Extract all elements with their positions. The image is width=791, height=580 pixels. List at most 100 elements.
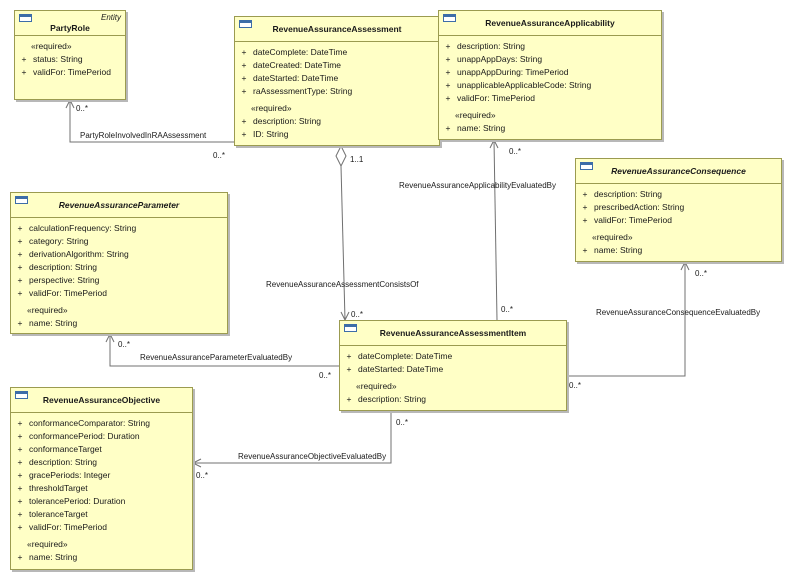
- attribute-row[interactable]: +conformanceComparator: String: [11, 417, 192, 430]
- class-revenue-assurance-parameter[interactable]: RevenueAssuranceParameter +calculationFr…: [10, 192, 228, 334]
- class-header: RevenueAssuranceAssessmentItem: [340, 321, 566, 346]
- assoc-line-consequence[interactable]: [567, 262, 686, 377]
- visibility-marker: +: [241, 60, 247, 70]
- mult-objective-a: 0..*: [396, 418, 409, 427]
- attribute-row[interactable]: +unapplicableApplicableCode: String: [439, 79, 661, 92]
- attribute-row[interactable]: + unappAppDuring: TimePeriod: [439, 66, 661, 79]
- attribute-row[interactable]: +description: String: [11, 456, 192, 469]
- attribute-row[interactable]: +conformancePeriod: Duration: [11, 430, 192, 443]
- arrowhead-objective: [191, 458, 202, 468]
- attribute-row[interactable]: +prescribedAction: String: [576, 201, 781, 214]
- visibility-marker: +: [445, 123, 451, 133]
- visibility-marker: +: [445, 93, 451, 103]
- attribute-text: description: String: [358, 394, 427, 404]
- arrowhead-applicability: [489, 138, 499, 149]
- assoc-line-objective[interactable]: [193, 411, 392, 464]
- class-party-role[interactable]: Entity PartyRole «required» +status: Stri…: [14, 10, 126, 100]
- visibility-marker: +: [17, 236, 23, 246]
- attribute-row[interactable]: +validFor: TimePeriod: [11, 287, 227, 300]
- attribute-row[interactable]: +validFor: TimePeriod: [439, 92, 661, 105]
- stereotype-group-label: «required»: [31, 41, 72, 51]
- mult-applicability-b: 0..*: [501, 305, 514, 314]
- attribute-row[interactable]: +thresholdTarget: [11, 482, 192, 495]
- class-name: RevenueAssuranceConsequence: [611, 166, 746, 176]
- attribute-row[interactable]: +status: String: [15, 53, 125, 66]
- attribute-row[interactable]: +perspective: String: [11, 274, 227, 287]
- attribute-row[interactable]: +conformanceTarget: [11, 443, 192, 456]
- visibility-marker: +: [241, 116, 247, 126]
- attribute-row[interactable]: +name: String: [11, 317, 227, 330]
- assoc-name-parameter: RevenueAssuranceParameterEvaluatedBy: [140, 353, 293, 362]
- class-header: Entity PartyRole: [15, 11, 125, 36]
- mult-parameter-a: 0..*: [118, 340, 131, 349]
- class-revenue-assurance-objective[interactable]: RevenueAssuranceObjective +conformanceCo…: [10, 387, 193, 570]
- class-revenue-assurance-assessment-item[interactable]: RevenueAssuranceAssessmentItem +dateComp…: [339, 320, 567, 411]
- attribute-row[interactable]: +dateStarted: DateTime: [340, 363, 566, 376]
- assoc-line-consists-of[interactable]: [340, 165, 346, 321]
- attribute-text: name: String: [594, 245, 643, 255]
- attribute-text: unappAppDays: String: [457, 54, 543, 64]
- attribute-row[interactable]: +name: String: [439, 122, 661, 135]
- attribute-row[interactable]: +dateCreated: DateTime: [235, 59, 439, 72]
- visibility-marker: +: [445, 80, 451, 90]
- attribute-row[interactable]: +validFor: TimePeriod: [576, 214, 781, 227]
- visibility-marker: +: [445, 67, 451, 77]
- class-revenue-assurance-consequence[interactable]: RevenueAssuranceConsequence +description…: [575, 158, 782, 262]
- attribute-row[interactable]: +description: String: [11, 261, 227, 274]
- class-name: RevenueAssuranceAssessment: [272, 24, 402, 34]
- attribute-row[interactable]: +toleranceTarget: [11, 508, 192, 521]
- attribute-row[interactable]: +description: String: [439, 40, 661, 53]
- class-icon: [15, 391, 28, 399]
- visibility-marker: +: [241, 47, 247, 57]
- assoc-line-applicability[interactable]: [493, 139, 498, 321]
- attribute-row[interactable]: +description: String: [235, 115, 439, 128]
- visibility-marker: +: [17, 470, 23, 480]
- attribute-row[interactable]: +dateComplete: DateTime: [235, 46, 439, 59]
- attribute-text: description: String: [29, 457, 98, 467]
- attribute-text: conformanceComparator: String: [29, 418, 150, 428]
- visibility-marker: +: [241, 73, 247, 83]
- class-header: RevenueAssuranceConsequence: [576, 159, 781, 184]
- attribute-row[interactable]: + category: String: [11, 235, 227, 248]
- attribute-list: +description: String+prescribedAction: S…: [576, 184, 781, 257]
- attribute-row[interactable]: +description: String: [340, 393, 566, 406]
- class-icon: [19, 14, 32, 22]
- visibility-marker: +: [17, 249, 23, 259]
- attribute-row[interactable]: +validFor: TimePeriod: [11, 521, 192, 534]
- attribute-text: category: String: [29, 236, 89, 246]
- visibility-marker: +: [445, 41, 451, 51]
- attribute-row[interactable]: +dateStarted: DateTime: [235, 72, 439, 85]
- assoc-line-parameter[interactable]: [109, 334, 339, 367]
- attribute-row[interactable]: +ID: String: [235, 128, 439, 141]
- stereotype-group-label: «required»: [27, 539, 68, 549]
- class-revenue-assurance-assessment[interactable]: RevenueAssuranceAssessment +dateComplete…: [234, 16, 440, 146]
- attribute-row[interactable]: +unappAppDays: String: [439, 53, 661, 66]
- assoc-name-party-role: PartyRoleInvolvedInRAAssessment: [80, 131, 207, 140]
- attribute-row[interactable]: +name: String: [576, 244, 781, 257]
- attribute-text: name: String: [29, 318, 78, 328]
- visibility-marker: +: [17, 552, 23, 562]
- attribute-row[interactable]: +calculationFrequency: String: [11, 222, 227, 235]
- arrowhead-consequence: [680, 260, 690, 271]
- attribute-row[interactable]: +tolerancePeriod: Duration: [11, 495, 192, 508]
- attribute-text: unappAppDuring: TimePeriod: [457, 67, 569, 77]
- attribute-row[interactable]: +gracePeriods: Integer: [11, 469, 192, 482]
- attribute-row[interactable]: +dateComplete: DateTime: [340, 350, 566, 363]
- attribute-text: prescribedAction: String: [594, 202, 685, 212]
- attribute-row[interactable]: +name: String: [11, 551, 192, 564]
- attribute-row[interactable]: +raAssessmentType: String: [235, 85, 439, 98]
- attribute-row[interactable]: +description: String: [576, 188, 781, 201]
- visibility-marker: +: [21, 67, 27, 77]
- class-name: RevenueAssuranceObjective: [42, 395, 161, 405]
- assoc-line-party-role[interactable]: [69, 100, 234, 143]
- visibility-marker: +: [17, 262, 23, 272]
- class-icon: [344, 324, 357, 332]
- class-header: RevenueAssuranceAssessment: [235, 17, 439, 42]
- class-header: RevenueAssuranceParameter: [11, 193, 227, 218]
- class-name: RevenueAssuranceAssessmentItem: [379, 328, 527, 338]
- attribute-row[interactable]: +validFor: TimePeriod: [15, 66, 125, 79]
- visibility-marker: +: [346, 351, 352, 361]
- attribute-text: description: String: [594, 189, 663, 199]
- class-revenue-assurance-applicability[interactable]: RevenueAssuranceApplicability +descripti…: [438, 10, 662, 140]
- attribute-row[interactable]: +derivationAlgorithm: String: [11, 248, 227, 261]
